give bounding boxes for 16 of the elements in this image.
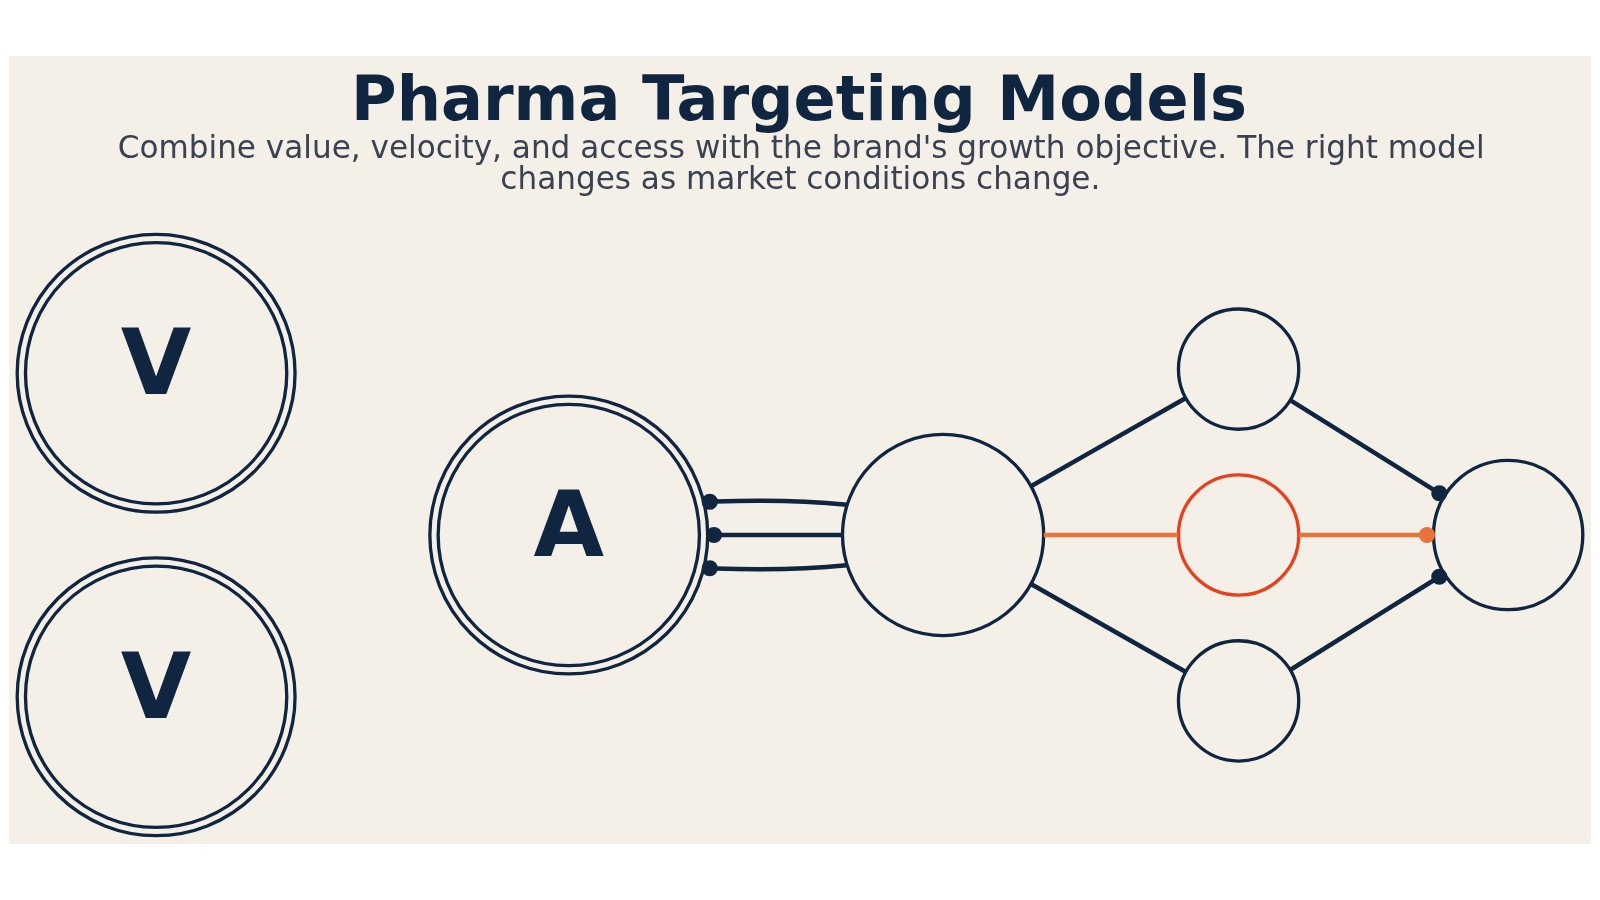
- node-circle: A: [428, 394, 710, 676]
- node-circle: [1176, 473, 1301, 597]
- node-circle: [1176, 639, 1301, 763]
- node-circle: V: [15, 232, 297, 514]
- node-circle: V: [15, 556, 297, 838]
- connector: [1043, 532, 1178, 538]
- node-circle: [1176, 307, 1301, 431]
- connector: [1298, 526, 1436, 544]
- connector: [1029, 396, 1187, 489]
- connector: [1289, 398, 1448, 502]
- connector: [1289, 568, 1448, 672]
- connector: [701, 493, 847, 510]
- connector: [1029, 581, 1187, 674]
- node-circle: [840, 432, 1046, 638]
- connector: [701, 560, 847, 577]
- connector: [705, 526, 843, 544]
